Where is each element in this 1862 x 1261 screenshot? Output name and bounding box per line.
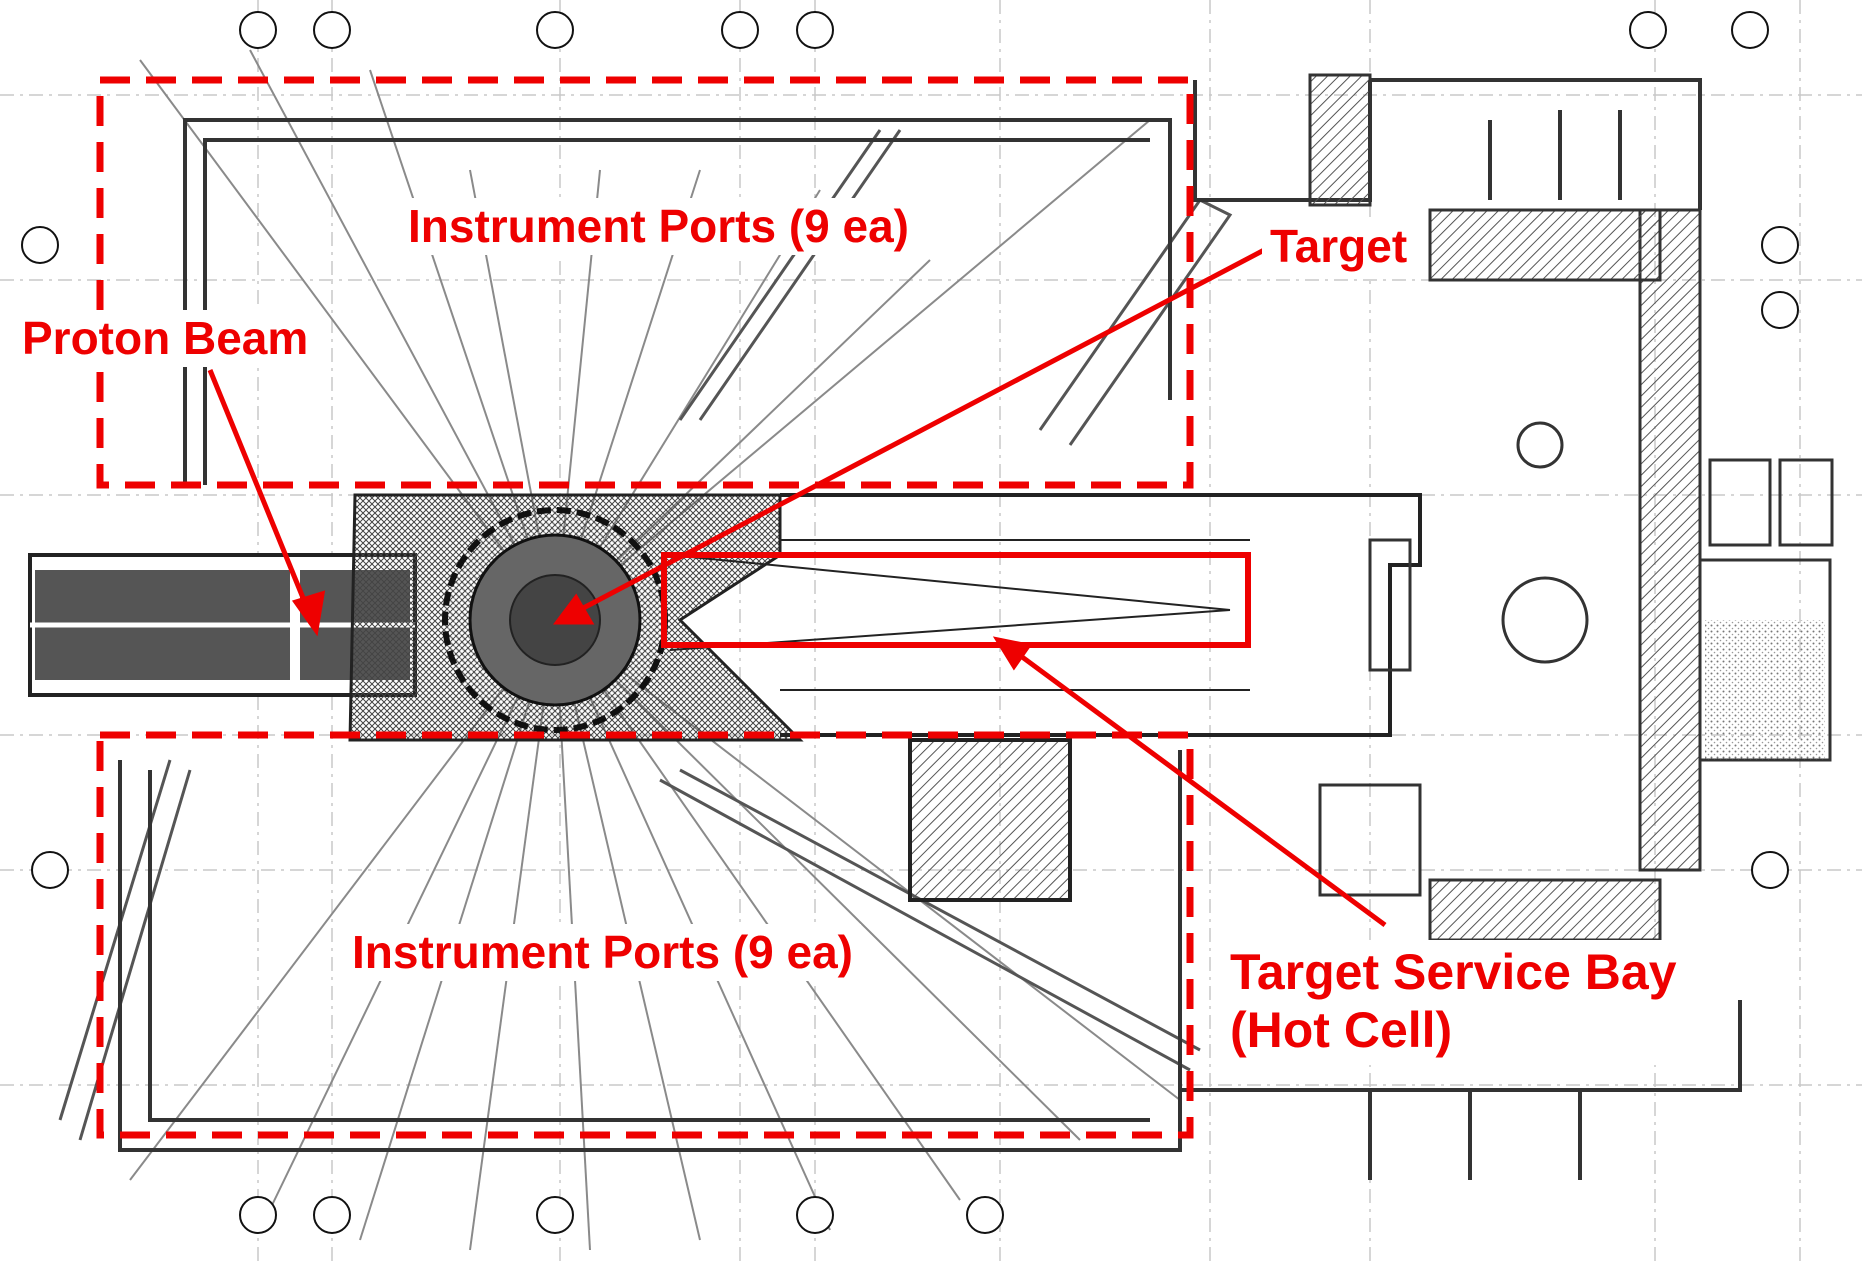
label-target-service-bay-line1: Target Service Bay <box>1230 944 1677 1000</box>
region-target-service-bay <box>661 552 1251 648</box>
shield-wall-top <box>1428 208 1662 282</box>
stair-shafts <box>1318 458 1834 897</box>
service-bay-arrowhead <box>992 636 1033 671</box>
section-markers <box>21 11 1799 1234</box>
label-proton-beam: Proton Beam <box>14 310 317 367</box>
instrument-hall-top <box>183 78 1702 485</box>
annotation-arrows <box>207 245 1387 928</box>
region-instrument-ports-bottom <box>96 731 1194 1139</box>
service-bay-arrow <box>1008 645 1387 928</box>
label-target: Target <box>1262 218 1416 275</box>
room-circle <box>1501 576 1589 664</box>
shield-wall-right <box>1638 208 1702 872</box>
proton-beam-arrowhead <box>291 590 326 637</box>
target-arrow <box>568 245 1270 618</box>
label-target-service-bay-line2: (Hot Cell) <box>1230 1001 1453 1058</box>
proton-beam-arrow <box>207 369 313 616</box>
control-room <box>908 738 1072 902</box>
room-circle-small <box>1516 421 1564 469</box>
label-instrument-ports-top: Instrument Ports (9 ea) <box>400 198 917 255</box>
shield-wall-bottom <box>1428 878 1662 942</box>
service-bay-building <box>669 493 1422 737</box>
label-instrument-ports-bottom: Instrument Ports (9 ea) <box>344 924 861 981</box>
annotation-regions <box>96 76 1194 1139</box>
target-arrowhead <box>553 593 595 625</box>
shield-wall-upper <box>1308 73 1372 207</box>
dotted-panel <box>1705 620 1825 760</box>
region-instrument-ports-top <box>96 76 1194 489</box>
label-target-service-bay: Target Service Bay (Hot Cell) <box>1220 940 1691 1065</box>
beamline-guides <box>58 129 1233 1141</box>
instrument-hall-bottom <box>118 750 1742 1180</box>
